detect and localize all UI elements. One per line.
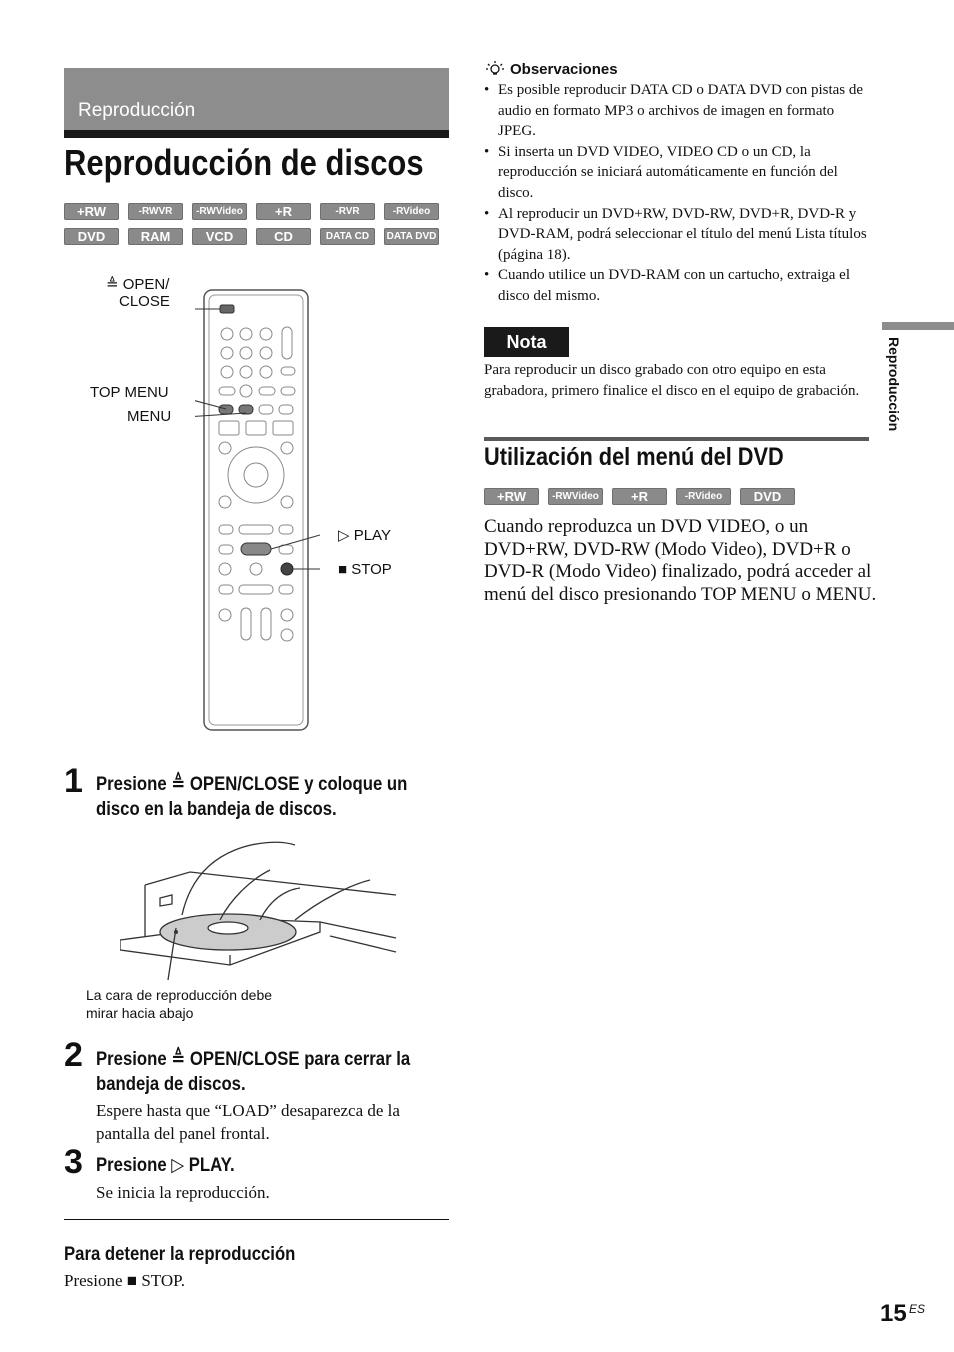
step-line: disco en la bandeja de discos.	[96, 799, 337, 820]
step-number: 2	[64, 1036, 83, 1074]
badge: DATA CD	[320, 228, 375, 245]
page-title: Reproducción de discos	[64, 142, 424, 183]
badge: VCD	[192, 228, 247, 245]
badge: -RWVideo	[548, 488, 603, 505]
step-1-text: Presione ≜ OPEN/CLOSE y coloque un disco…	[96, 772, 407, 822]
remote-label-menu: MENU	[127, 408, 172, 425]
badge: +RW	[64, 203, 119, 220]
step-line: Presione ▷ PLAY.	[96, 1155, 235, 1176]
page-language-suffix: ES	[909, 1302, 926, 1316]
badge: +R	[256, 203, 311, 220]
badge: DVD	[740, 488, 795, 505]
observaciones-list: Es posible reproducir DATA CD o DATA DVD…	[484, 80, 874, 307]
page-number: 15	[880, 1300, 907, 1327]
badge: RAM	[128, 228, 183, 245]
badge: -RVR	[320, 203, 375, 220]
badge: +R	[612, 488, 667, 505]
remote-label-play: ▷ PLAY	[338, 527, 391, 544]
dvd-menu-text: Cuando reproduzca un DVD VIDEO, o un DVD…	[484, 516, 877, 605]
disc-badges-row-2: DVD RAM VCD CD DATA CD DATA DVD	[64, 228, 439, 245]
step-2-text: Presione ≜ OPEN/CLOSE para cerrar la ban…	[96, 1047, 410, 1097]
observaciones-title: Observaciones	[510, 61, 618, 78]
section-header-band	[64, 68, 449, 130]
remote-label-open-close-2: CLOSE	[119, 293, 170, 310]
step-3-body: Se inicia la reproducción.	[96, 1183, 270, 1202]
lightbulb-icon	[486, 61, 504, 75]
body-line: Espere hasta que “LOAD” desaparezca de l…	[96, 1101, 400, 1120]
step-2-body: Espere hasta que “LOAD” desaparezca de l…	[96, 1099, 400, 1145]
list-item: Es posible reproducir DATA CD o DATA DVD…	[484, 80, 874, 142]
caption-line: La cara de reproducción debe	[86, 987, 273, 1003]
side-tab-label: Reproducción	[886, 337, 902, 432]
stop-heading: Para detener la reproducción	[64, 1244, 296, 1265]
remote-label-open-close-1: ≜ OPEN/	[106, 276, 170, 293]
caption-line: mirar hacia abajo	[86, 1005, 194, 1021]
nota-label: Nota	[484, 327, 569, 357]
subsection-rule	[484, 437, 869, 441]
step-number: 3	[64, 1143, 83, 1181]
step-line: Presione ≜ OPEN/CLOSE y coloque un	[96, 774, 408, 795]
list-item: Cuando utilice un DVD-RAM con un cartuch…	[484, 265, 874, 306]
section-label: Reproducción	[78, 100, 196, 121]
badge: +RW	[484, 488, 539, 505]
remote-label-stop: ■ STOP	[338, 561, 392, 578]
section-divider	[64, 1219, 449, 1220]
badge: -RVideo	[384, 203, 439, 220]
body-line: pantalla del panel frontal.	[96, 1124, 270, 1143]
step-3-text: Presione ▷ PLAY.	[96, 1153, 235, 1178]
badge: -RVideo	[676, 488, 731, 505]
badge: -RWVideo	[192, 203, 247, 220]
step-line: bandeja de discos.	[96, 1074, 246, 1095]
remote-control-illustration	[195, 289, 320, 731]
disc-caption: La cara de reproducción debe mirar hacia…	[86, 986, 272, 1022]
section-header-rule	[64, 130, 449, 138]
side-tab-bar	[882, 322, 954, 330]
badge: -RWVR	[128, 203, 183, 220]
badge: DVD	[64, 228, 119, 245]
nota-text: Para reproducir un disco grabado con otr…	[484, 362, 860, 399]
subsection-title: Utilización del menú del DVD	[484, 443, 784, 471]
badge: CD	[256, 228, 311, 245]
dvd-menu-badges: +RW -RWVideo +R -RVideo DVD	[484, 488, 795, 505]
stop-body: Presione ■ STOP.	[64, 1271, 185, 1290]
step-number: 1	[64, 762, 83, 800]
disc-badges-row-1: +RW -RWVR -RWVideo +R -RVR -RVideo	[64, 203, 439, 220]
remote-label-top-menu: TOP MENU	[90, 384, 169, 401]
list-item: Al reproducir un DVD+RW, DVD-RW, DVD+R, …	[484, 204, 874, 266]
step-line: Presione ≜ OPEN/CLOSE para cerrar la	[96, 1049, 411, 1070]
list-item: Si inserta un DVD VIDEO, VIDEO CD o un C…	[484, 142, 874, 204]
disc-tray-illustration	[120, 841, 397, 981]
badge: DATA DVD	[384, 228, 439, 245]
